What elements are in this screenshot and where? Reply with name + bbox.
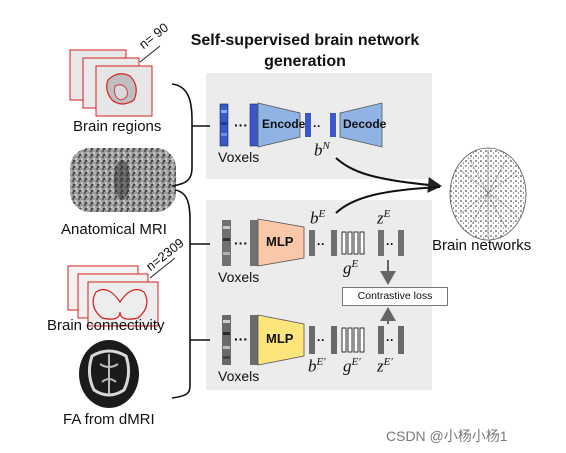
latent-dots: ·· xyxy=(313,119,321,133)
bottom-voxel-vector xyxy=(222,315,231,365)
decode-label: Decode xyxy=(343,117,387,131)
brain-network-image-icon xyxy=(449,147,527,241)
ge-vectors xyxy=(341,231,365,255)
ge2-label: gE′ xyxy=(343,356,361,376)
ze2-vector-start xyxy=(378,326,384,354)
middle-voxel-end xyxy=(250,220,258,266)
brain-regions-label: Brain regions xyxy=(73,118,162,135)
mlp-middle-label: MLP xyxy=(266,234,294,249)
ze-vector-start xyxy=(378,230,384,256)
be2-vector-start xyxy=(309,326,315,354)
ze2-vector-end xyxy=(398,326,404,354)
be-dots: ·· xyxy=(317,237,325,251)
bottom-voxels-label: Voxels xyxy=(218,368,260,384)
brain-connectivity-label: Brain connectivity xyxy=(47,317,165,334)
latent-bn-end xyxy=(330,113,336,137)
decoder-block xyxy=(339,102,383,148)
bn-label: bN xyxy=(314,140,330,160)
bn-to-network-arrow xyxy=(335,157,442,193)
be-vector-start xyxy=(309,230,315,256)
anatomical-mri-label: Anatomical MRI xyxy=(61,221,167,238)
top-panel xyxy=(206,73,432,179)
be2-vector-end xyxy=(331,326,337,354)
ze-dots: ·· xyxy=(386,237,394,251)
mlp-bottom-block xyxy=(257,314,305,366)
ze2-dots: ·· xyxy=(386,333,394,347)
ze2-label: zE′ xyxy=(377,356,393,376)
middle-dots: ··· xyxy=(234,235,248,251)
ze-vector-end xyxy=(398,230,404,256)
ze-label: zE xyxy=(377,208,391,228)
brain-region-stack-icon xyxy=(69,45,161,117)
connectivity-stack-icon xyxy=(67,257,176,327)
mlp-bottom-label: MLP xyxy=(266,331,294,346)
left-brace-top xyxy=(171,83,210,187)
contrastive-loss-box: Contrastive loss xyxy=(342,287,448,306)
be2-label: bE′ xyxy=(308,356,326,376)
bottom-voxel-end xyxy=(250,315,258,365)
ge-label: gE xyxy=(343,258,359,278)
top-voxels-label: Voxels xyxy=(218,149,260,165)
middle-voxels-label: Voxels xyxy=(218,269,260,285)
top-dots: ··· xyxy=(234,117,248,133)
be-to-network-arrow xyxy=(335,186,441,214)
mlp-middle-block xyxy=(257,218,305,267)
top-voxel-vector xyxy=(219,103,229,147)
be-vector-end xyxy=(331,230,337,256)
middle-voxel-vector xyxy=(222,220,231,266)
encode-label: Encode xyxy=(262,117,306,131)
fa-dmri-label: FA from dMRI xyxy=(63,411,155,428)
bottom-dots: ··· xyxy=(234,331,248,347)
top-voxel-end xyxy=(249,103,259,147)
be-label: bE xyxy=(310,208,326,228)
be2-dots: ·· xyxy=(317,333,325,347)
watermark: CSDN @小杨小杨1 xyxy=(386,428,508,444)
diagram-title: Self-supervised brain network generation xyxy=(190,32,420,70)
fa-image-icon xyxy=(79,340,139,408)
anatomical-mri-image-icon xyxy=(70,148,176,212)
encoder-block xyxy=(257,102,301,148)
latent-bn-start xyxy=(305,113,311,137)
ge2-vectors xyxy=(341,327,365,353)
brain-networks-label: Brain networks xyxy=(432,237,532,254)
left-brace-bottom xyxy=(171,189,210,399)
